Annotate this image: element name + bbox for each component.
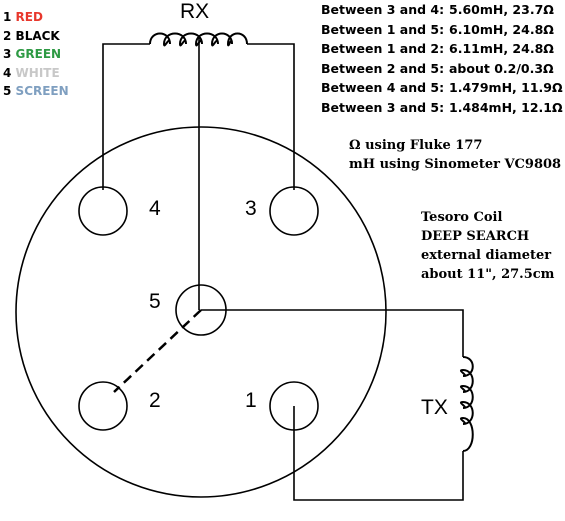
measurement-pair: Between 1 and 5: xyxy=(321,21,445,37)
measurement-row: Between 2 and 5:about 0.2/0.3Ω xyxy=(321,59,563,79)
legend-color-name: WHITE xyxy=(15,65,60,80)
coil-info-line: external diameter xyxy=(421,248,552,263)
tx-coil xyxy=(460,356,474,452)
legend-num: 1 xyxy=(3,10,12,24)
measurement-value: 6.11mH, 24.8Ω xyxy=(449,41,554,56)
legend-row-2: 2 BLACK xyxy=(3,27,69,46)
rx-label: RX xyxy=(180,0,210,23)
rx-wire-to-pin3 xyxy=(247,43,295,190)
legend-color-name: GREEN xyxy=(15,47,62,61)
legend-color-name: SCREEN xyxy=(15,84,69,98)
measurement-value: 1.484mH, 12.1Ω xyxy=(449,99,563,115)
legend-color-name: RED xyxy=(15,10,43,24)
measurement-list: Between 3 and 4: 5.60mH, 23.7Ω Between 1 … xyxy=(321,0,563,117)
legend-color-name: BLACK xyxy=(15,28,60,43)
legend-row-1: 1 RED xyxy=(3,8,69,27)
connector-body xyxy=(15,126,387,498)
legend-num: 3 xyxy=(3,47,12,61)
wire-color-legend: 1 RED 2 BLACK 3 GREEN 4 WHITE 5 SCREEN xyxy=(3,8,69,101)
ohm-note: Ω using Fluke 177 xyxy=(349,138,483,153)
pin-2 xyxy=(78,381,128,431)
measurement-pair: Between 2 and 5: xyxy=(321,60,445,76)
measurement-row: Between 3 and 4: 5.60mH, 23.7Ω xyxy=(321,0,563,20)
legend-row-5: 5 SCREEN xyxy=(3,82,69,101)
pin-3-label: 3 xyxy=(245,197,257,220)
measurement-row: Between 1 and 2: 6.11mH, 24.8Ω xyxy=(321,39,563,59)
legend-num: 4 xyxy=(3,65,12,80)
coil-info-line: Tesoro Coil xyxy=(421,210,503,225)
measurement-row: Between 4 and 5: 1.479mH, 11.9Ω xyxy=(321,78,563,98)
pin-4-label: 4 xyxy=(149,197,161,220)
measurement-pair: Between 3 and 4: xyxy=(321,2,445,17)
measurement-value: 6.10mH, 24.8Ω xyxy=(449,21,554,37)
measurement-value: 1.479mH, 11.9Ω xyxy=(449,80,563,95)
mh-note: mH using Sinometer VC9808 xyxy=(349,157,562,172)
legend-num: 5 xyxy=(3,84,12,98)
legend-row-3: 3 GREEN xyxy=(3,45,69,64)
measurement-pair: Between 3 and 5: xyxy=(321,99,445,115)
coil-info-line: DEEP SEARCH xyxy=(421,229,530,244)
measurement-value: 5.60mH, 23.7Ω xyxy=(449,2,554,17)
pin-2-label: 2 xyxy=(149,389,161,412)
measurement-pair: Between 1 and 2: xyxy=(321,41,445,56)
rx-wire-to-pin4 xyxy=(102,43,150,190)
measurement-row: Between 3 and 5:1.484mH, 12.1Ω xyxy=(321,98,563,118)
measurement-pair: Between 4 and 5: xyxy=(321,80,445,95)
pin-4 xyxy=(78,186,128,236)
screen-dashed-link xyxy=(113,309,202,393)
coil-info-line: about 11", 27.5cm xyxy=(421,267,555,282)
pin-3 xyxy=(269,186,319,236)
legend-num: 2 xyxy=(3,28,12,43)
pin-1-label: 1 xyxy=(245,389,257,412)
instrument-notes: Ω using Fluke 177 mH using Sinometer VC9… xyxy=(349,136,561,174)
measurement-value: about 0.2/0.3Ω xyxy=(449,60,554,76)
tx-wire-from-pin5 xyxy=(201,309,464,357)
tx-label: TX xyxy=(421,396,448,419)
pin-5-label: 5 xyxy=(149,290,161,313)
measurement-row: Between 1 and 5:6.10mH, 24.8Ω xyxy=(321,20,563,40)
tx-wire-from-pin1 xyxy=(293,406,464,501)
legend-row-4: 4 WHITE xyxy=(3,64,69,83)
coil-info: Tesoro Coil DEEP SEARCH external diamete… xyxy=(421,208,554,284)
